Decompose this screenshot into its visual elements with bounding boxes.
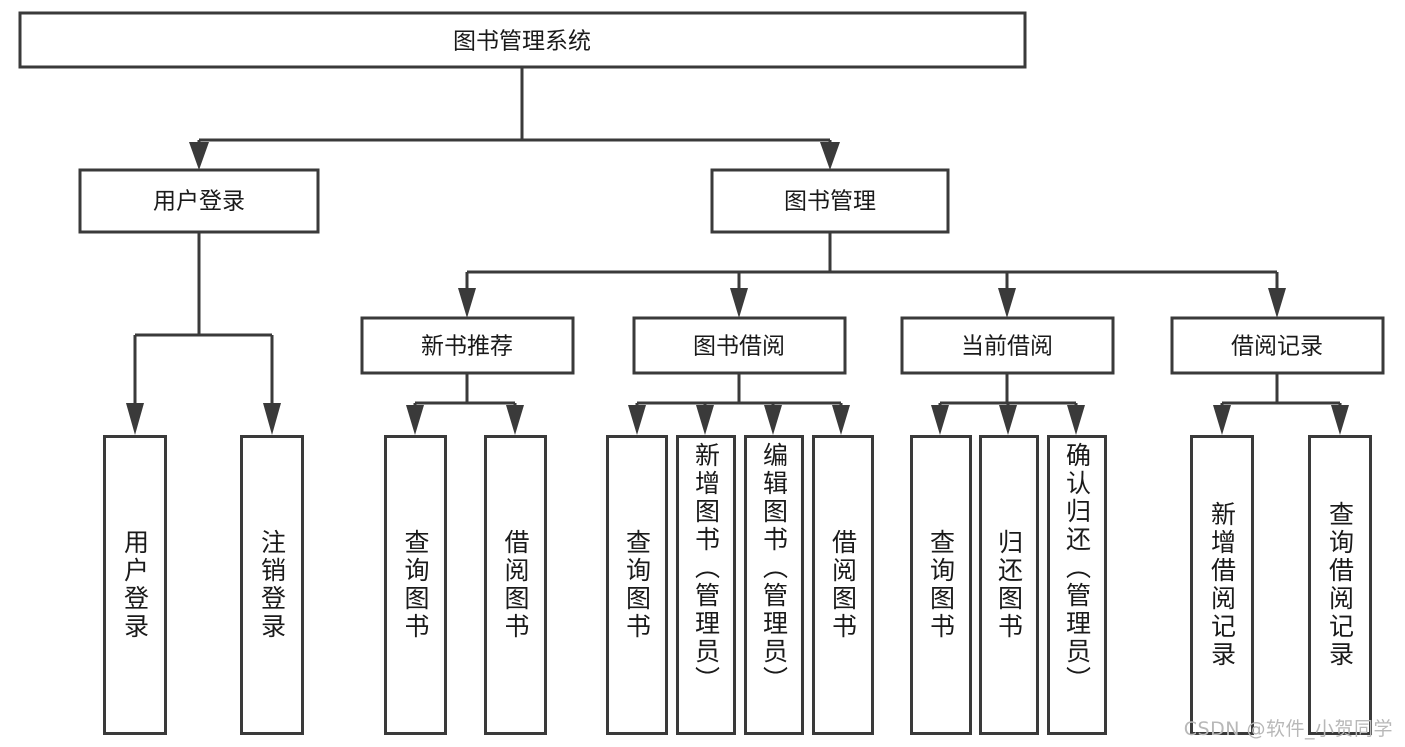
node-root[interactable]: 图书管理系统 (18, 11, 1027, 69)
leaf-add-book-label: 新增图书（管理员） (691, 442, 721, 694)
leaf-return-book-label: 归还图书 (994, 529, 1024, 641)
leaf-query-record[interactable]: 查询借阅记录 (1308, 435, 1372, 735)
leaf-confirm-return[interactable]: 确认归还（管理员） (1047, 435, 1107, 735)
leaf-add-record-label: 新增借阅记录 (1207, 501, 1237, 669)
leaf-add-record[interactable]: 新增借阅记录 (1190, 435, 1254, 735)
arrowhead-to-leaf-borrow-book-2 (832, 405, 850, 435)
node-root-label: 图书管理系统 (453, 29, 591, 55)
arrowhead-to-leaf-query-book-3 (931, 405, 949, 435)
arrowhead-to-new-book-recommend (458, 288, 476, 318)
leaf-add-book[interactable]: 新增图书（管理员） (676, 435, 736, 735)
arrowhead-to-leaf-confirm-return (1067, 405, 1085, 435)
node-root-box[interactable] (18, 11, 1027, 69)
node-borrow-record-label: 借阅记录 (1231, 334, 1323, 360)
leaf-logout-login[interactable]: 注销登录 (240, 435, 304, 735)
leaf-edit-book[interactable]: 编辑图书（管理员） (744, 435, 804, 735)
node-current-borrow-box[interactable] (900, 316, 1115, 375)
leaf-query-book-1-label: 查询图书 (401, 529, 430, 641)
leaf-user-login-label: 用户登录 (120, 529, 150, 641)
arrowhead-to-leaf-query-book-1 (406, 405, 424, 435)
node-new-book-recommend[interactable]: 新书推荐 (360, 316, 575, 375)
node-book-manage[interactable]: 图书管理 (710, 168, 950, 234)
leaf-confirm-return-label: 确认归还（管理员） (1062, 442, 1092, 694)
node-book-borrow[interactable]: 图书借阅 (632, 316, 847, 375)
leaf-query-book-3-label: 查询图书 (926, 529, 956, 641)
leaf-query-book-3[interactable]: 查询图书 (910, 435, 972, 735)
node-current-borrow-label: 当前借阅 (961, 334, 1053, 360)
leaf-return-book[interactable]: 归还图书 (979, 435, 1039, 735)
arrowhead-to-book-manage (820, 142, 840, 170)
leaf-user-login[interactable]: 用户登录 (103, 435, 167, 735)
node-user-login-label: 用户登录 (153, 189, 245, 215)
leaf-borrow-book-1-label: 借阅图书 (501, 529, 530, 641)
leaf-borrow-book-1[interactable]: 借阅图书 (484, 435, 547, 735)
arrowhead-to-leaf-return-book (999, 405, 1017, 435)
leaf-borrow-book-2[interactable]: 借阅图书 (812, 435, 874, 735)
arrowhead-to-leaf-add-record (1213, 405, 1231, 435)
arrowhead-to-leaf-query-record (1331, 405, 1349, 435)
node-current-borrow[interactable]: 当前借阅 (900, 316, 1115, 375)
arrowhead-to-leaf-add-book (696, 405, 714, 435)
leaf-borrow-book-2-label: 借阅图书 (828, 529, 858, 641)
leaf-query-book-2-label: 查询图书 (622, 529, 652, 641)
arrowhead-to-current-borrow (998, 288, 1016, 318)
csdn-watermark: CSDN @软件_小贺同学 (1183, 718, 1393, 740)
node-user-login[interactable]: 用户登录 (78, 168, 320, 234)
node-new-book-recommend-box[interactable] (360, 316, 575, 375)
leaf-logout-login-label: 注销登录 (257, 529, 287, 641)
arrowhead-to-book-borrow (730, 288, 748, 318)
node-book-manage-label: 图书管理 (784, 189, 876, 215)
arrowhead-to-leaf-borrow-book-1 (506, 405, 524, 435)
leaf-edit-book-label: 编辑图书（管理员） (759, 442, 789, 694)
arrowhead-to-leaf-user-login (126, 403, 144, 435)
node-book-borrow-label: 图书借阅 (693, 334, 785, 360)
leaf-query-book-2[interactable]: 查询图书 (606, 435, 668, 735)
node-new-book-recommend-label: 新书推荐 (421, 334, 513, 360)
arrowhead-to-leaf-edit-book (764, 405, 782, 435)
arrowhead-to-borrow-record (1268, 288, 1286, 318)
arrowhead-to-leaf-logout-login (263, 403, 281, 435)
node-borrow-record[interactable]: 借阅记录 (1170, 316, 1385, 375)
arrowhead-to-leaf-query-book-2 (628, 405, 646, 435)
leaf-query-book-1[interactable]: 查询图书 (384, 435, 447, 735)
leaf-query-record-label: 查询借阅记录 (1325, 501, 1355, 669)
arrowhead-to-user-login (189, 142, 209, 170)
